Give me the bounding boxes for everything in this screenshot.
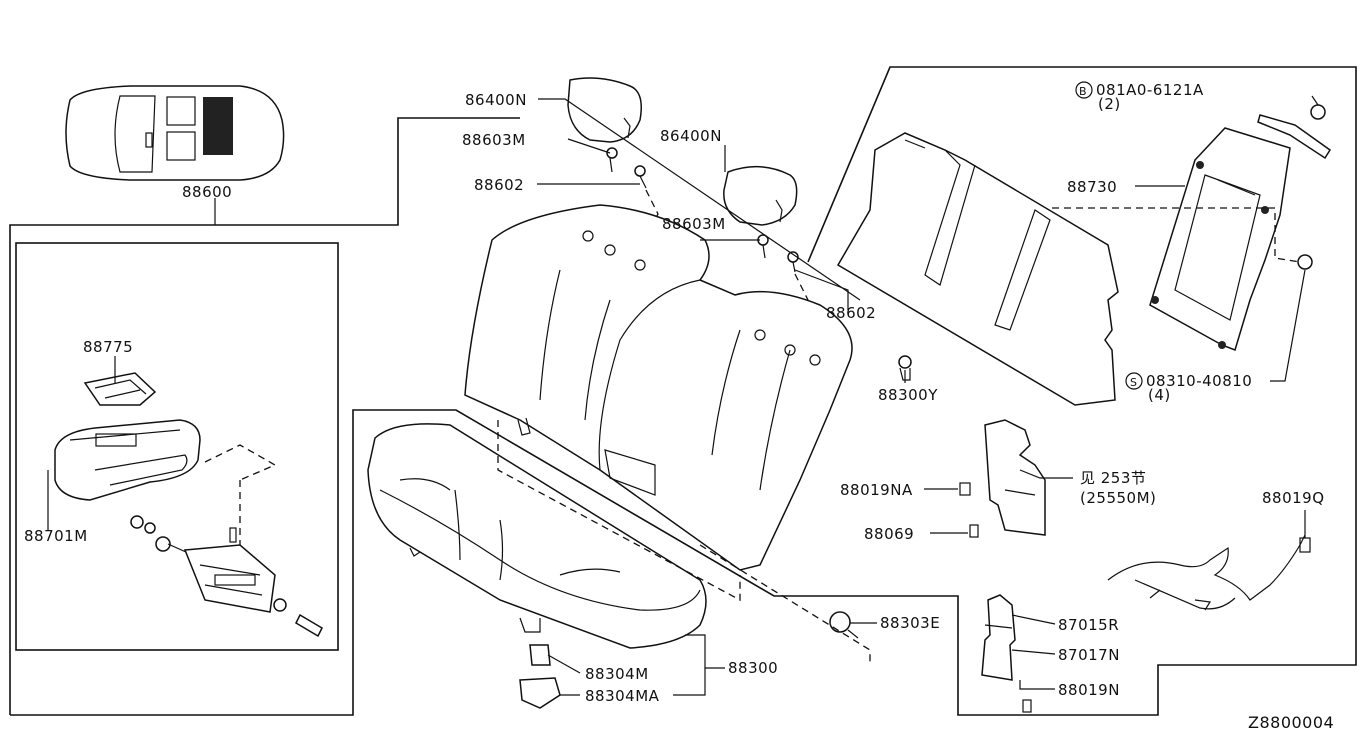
label-headrest-a[interactable]: 86400N [465, 91, 527, 109]
label-bumper[interactable]: 88303E [880, 614, 940, 632]
label-clip-69[interactable]: 88069 [864, 525, 914, 543]
seat-back [464, 204, 853, 571]
part-labels: 86400N 86400N 88603M 88603M 88602 88602 … [24, 81, 1334, 732]
label-guide-a[interactable]: 88602 [474, 176, 524, 194]
label-harness[interactable]: 88019Q [1262, 489, 1325, 507]
label-bolt[interactable]: 081A0-6121A [1096, 81, 1204, 99]
label-armrest[interactable]: 88701M [24, 527, 88, 545]
small-parts [497, 355, 1311, 713]
label-clip-na[interactable]: 88019NA [840, 481, 913, 499]
label-back-board[interactable]: 88730 [1067, 178, 1117, 196]
leader-lines [47, 95, 1319, 696]
label-cushion[interactable]: 88300 [728, 659, 778, 677]
headrests [567, 77, 809, 351]
bolt-symbol-icon [1075, 81, 1093, 99]
armrest-assembly [54, 372, 323, 638]
back-board-panel [836, 132, 1119, 406]
label-pad-n[interactable]: 87017N [1058, 646, 1120, 664]
bolt-prefix: B [1079, 85, 1087, 98]
label-bolt-qty: (2) [1098, 95, 1121, 113]
diagram-id: Z8800004 [1248, 713, 1334, 732]
label-clip-y[interactable]: 88300Y [878, 386, 938, 404]
label-holder-a[interactable]: 88603M [462, 131, 526, 149]
label-screw[interactable]: 08310-40810 [1146, 372, 1252, 390]
label-ref-part[interactable]: (25550M) [1080, 489, 1156, 507]
label-hook-ma[interactable]: 88304MA [585, 687, 660, 705]
label-cup-holder[interactable]: 88775 [83, 338, 133, 356]
label-headrest-b[interactable]: 86400N [660, 127, 722, 145]
back-board-88730 [1052, 104, 1332, 351]
label-seatback-assy[interactable]: 88600 [182, 183, 232, 201]
label-ref-section[interactable]: 见 253节 [1080, 469, 1146, 487]
label-screw-qty: (4) [1148, 386, 1171, 404]
label-holder-b[interactable]: 88603M [662, 215, 726, 233]
label-clip-n[interactable]: 88019N [1058, 681, 1120, 699]
frame-lines [9, 66, 1357, 716]
seat-cushion [367, 423, 707, 649]
car-location-icon [65, 85, 285, 181]
screw-symbol-icon [1125, 372, 1143, 390]
screw-prefix: S [1130, 376, 1137, 389]
label-hook[interactable]: 88304M [585, 665, 649, 683]
label-guide-b[interactable]: 88602 [826, 304, 876, 322]
label-pad-r[interactable]: 87015R [1058, 616, 1119, 634]
